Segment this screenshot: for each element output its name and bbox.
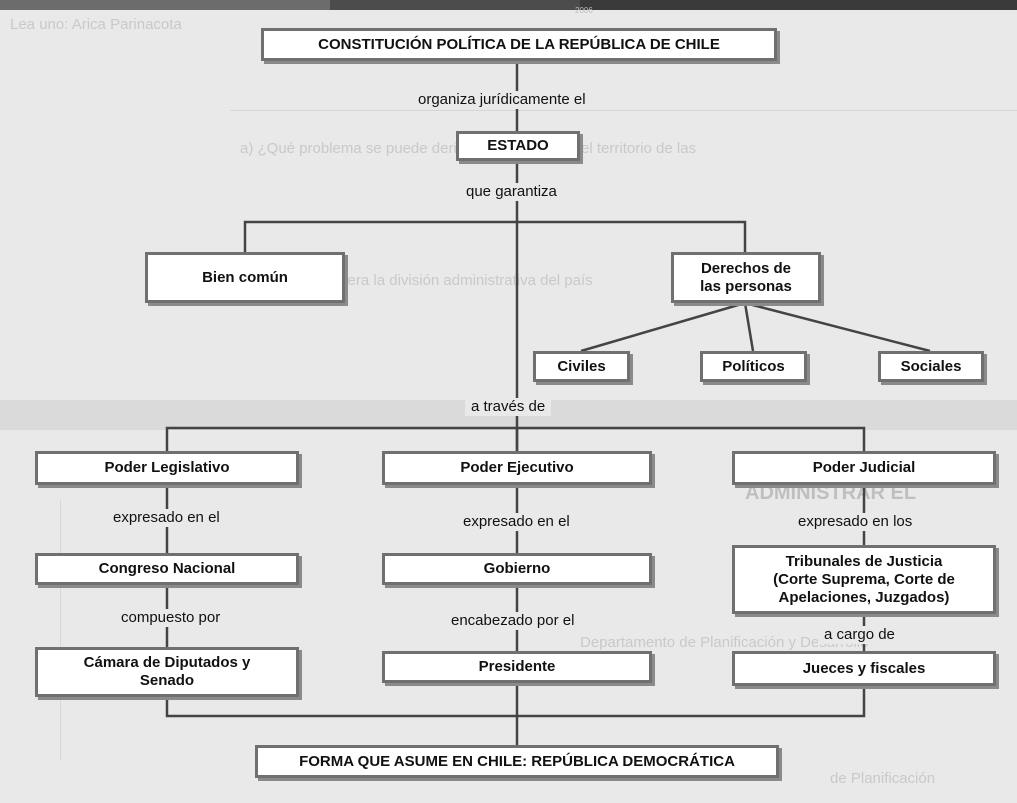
congreso-nacional-box: Congreso Nacional	[35, 553, 299, 585]
connector-label-a-traves: a través de	[465, 398, 552, 416]
jueces-fiscales-box: Jueces y fiscales	[732, 651, 996, 686]
constitucion-box: CONSTITUCIÓN POLÍTICA DE LA REPÚBLICA DE…	[261, 28, 777, 61]
connector-label-expresado-ejecutivo: expresado en el	[457, 513, 576, 531]
connector-label-encabezado: encabezado por el	[445, 612, 581, 630]
connector-line	[165, 697, 517, 718]
civiles-box: Civiles	[533, 351, 630, 382]
background-text-line: Lea uno: Arica Parinacota	[10, 16, 182, 33]
background-text-line: de Planificación	[830, 770, 936, 787]
connector-label-organiza: organiza jurídicamente el	[412, 91, 592, 109]
photo-strip-segment	[0, 0, 330, 10]
connector-line	[517, 220, 747, 252]
gobierno-box: Gobierno	[382, 553, 652, 585]
presidente-box: Presidente	[382, 651, 652, 683]
connector-line	[517, 426, 866, 451]
derechos-personas-box: Derechos de las personas	[671, 252, 821, 303]
connector-line	[517, 686, 866, 718]
estado-box: ESTADO	[456, 131, 580, 161]
tribunales-justicia-box: Tribunales de Justicia (Corte Suprema, C…	[732, 545, 996, 614]
top-photo-strip	[0, 0, 1017, 10]
bien-comun-box: Bien común	[145, 252, 345, 303]
connector-line	[165, 426, 517, 451]
connector-line	[580, 301, 746, 353]
background-heading: ADMINISTRAR EL	[745, 482, 917, 504]
connector-line	[744, 301, 931, 353]
poder-legislativo-box: Poder Legislativo	[35, 451, 299, 485]
background-text-line: Departamento de Planificación y Desarrol…	[580, 634, 869, 651]
politicos-box: Políticos	[700, 351, 807, 382]
connector-label-expresado-legislativo: expresado en el	[107, 509, 226, 527]
connector-label-compuesto: compuesto por	[115, 609, 227, 627]
connector-line	[743, 302, 755, 352]
sociales-box: Sociales	[878, 351, 984, 382]
poder-judicial-box: Poder Judicial	[732, 451, 996, 485]
forma-republica-box: FORMA QUE ASUME EN CHILE: REPÚBLICA DEMO…	[255, 745, 779, 778]
background-rule	[60, 500, 61, 760]
poder-ejecutivo-box: Poder Ejecutivo	[382, 451, 652, 485]
background-year: 2006	[575, 6, 593, 15]
photo-strip-segment	[330, 0, 580, 10]
connector-line	[243, 220, 517, 252]
camara-senado-box: Cámara de Diputados y Senado	[35, 647, 299, 697]
connector-label-garantiza: que garantiza	[460, 183, 563, 201]
connector-label-expresado-judicial: expresado en los	[792, 513, 919, 531]
connector-label-a-cargo: a cargo de	[818, 626, 901, 644]
background-rule	[230, 110, 1017, 111]
